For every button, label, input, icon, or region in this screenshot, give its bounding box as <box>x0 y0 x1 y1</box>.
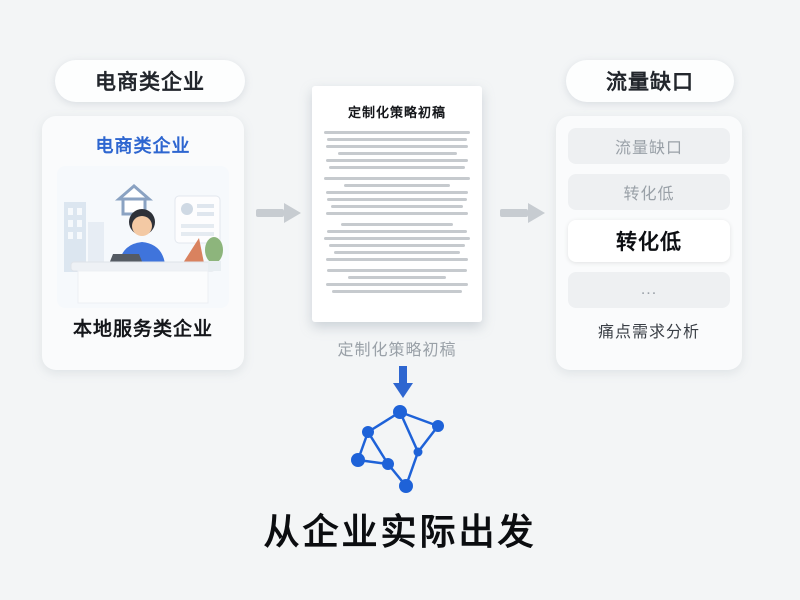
workspace-illustration <box>57 166 229 308</box>
document-line <box>325 191 469 194</box>
document-line <box>330 205 464 208</box>
pain-point-item: ... <box>568 272 730 308</box>
document-line <box>329 244 465 247</box>
enterprise-card-caption: 本地服务类企业 <box>72 319 213 340</box>
right-category-badge-label: 流量缺口 <box>606 71 694 94</box>
pain-point-item-label: ... <box>640 281 658 298</box>
pain-point-card-caption: 痛点需求分析 <box>597 324 700 341</box>
right-category-badge: 流量缺口 <box>566 60 734 102</box>
document-line <box>327 138 467 141</box>
pain-point-item-label: 转化低 <box>623 186 675 203</box>
network-graph-icon <box>351 405 444 493</box>
strategy-document-title: 定制化策略初稿 <box>347 105 446 120</box>
document-line <box>347 276 447 279</box>
document-line <box>327 269 467 272</box>
left-category-badge-label: 电商类企业 <box>95 71 205 94</box>
pain-point-item-label: 转化低 <box>616 231 682 254</box>
document-line <box>344 184 450 187</box>
document-line <box>340 223 454 226</box>
document-line <box>327 198 467 201</box>
diagram-main-title: 从企业实际出发 <box>263 511 537 552</box>
desk-icon <box>70 261 216 304</box>
plant-icon <box>205 237 223 271</box>
enterprise-card: 电商类企业 <box>42 116 244 370</box>
document-line <box>327 230 467 233</box>
document-line <box>337 152 457 155</box>
document-line <box>329 166 465 169</box>
document-line <box>325 283 469 286</box>
right-arrow-icon <box>500 203 545 223</box>
strategy-document-caption: 定制化策略初稿 <box>337 342 457 359</box>
document-text-lines <box>312 131 482 293</box>
profile-panel-icon <box>174 195 221 244</box>
pain-point-item: 流量缺口 <box>568 128 730 164</box>
right-arrow-icon <box>256 203 301 223</box>
document-line <box>323 177 471 180</box>
document-line <box>325 212 469 215</box>
building-icon <box>88 222 104 272</box>
document-line <box>325 159 469 162</box>
down-arrow-icon <box>393 366 413 398</box>
document-line <box>323 131 471 134</box>
document-line <box>323 237 471 240</box>
strategy-document: 定制化策略初稿 <box>312 86 482 322</box>
easel-icon <box>183 238 204 263</box>
pain-point-card: 流量缺口 转化低 转化低 ... 痛点需求分析 <box>556 116 742 370</box>
document-line <box>325 145 469 148</box>
building-icon <box>64 202 86 272</box>
document-line <box>334 251 460 254</box>
enterprise-card-title: 电商类企业 <box>95 136 191 156</box>
pain-point-item-highlighted: 转化低 <box>568 220 730 262</box>
left-category-badge: 电商类企业 <box>55 60 245 102</box>
pain-point-item-label: 流量缺口 <box>614 140 683 157</box>
pain-point-item: 转化低 <box>568 174 730 210</box>
document-line <box>332 290 462 293</box>
document-line <box>325 258 469 261</box>
